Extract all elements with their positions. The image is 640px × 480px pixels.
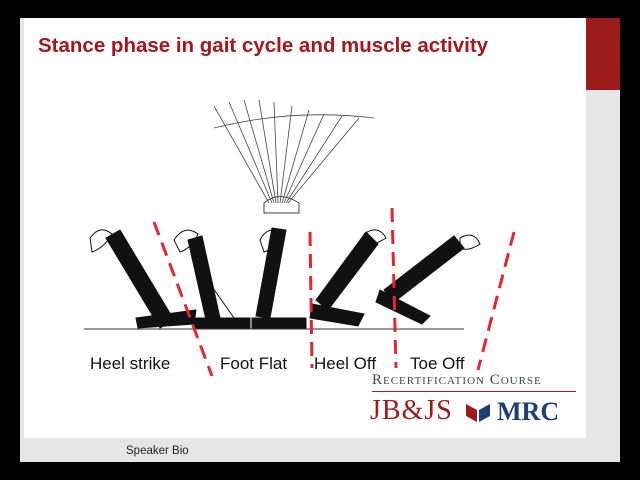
phase-label-heel-off: Heel Off (314, 354, 377, 373)
phase-label-foot-flat: Foot Flat (220, 354, 288, 373)
course-logo-text: Recertification Course (372, 372, 542, 388)
leg-heel-strike (89, 229, 197, 329)
jbjs-logo-text: JB&JS (370, 395, 453, 426)
shield-mark-icon (466, 404, 490, 422)
accent-tab (586, 18, 620, 90)
separator-2 (308, 231, 314, 369)
leg-heel-off (309, 229, 387, 327)
swing-arc-diagram (213, 99, 375, 214)
gait-illustration (84, 99, 516, 377)
separator-4 (476, 231, 516, 371)
speaker-bio-label[interactable]: Speaker Bio (126, 445, 189, 457)
leg-toe-off (375, 234, 481, 325)
phase-separators (152, 207, 516, 377)
slide-title: Stance phase in gait cycle and muscle ac… (38, 34, 489, 57)
separator-1 (152, 221, 214, 377)
slide: Stance phase in gait cycle and muscle ac… (24, 18, 586, 438)
logo-divider (372, 391, 576, 392)
phase-label-toe-off: Toe Off (410, 354, 465, 373)
separator-3 (390, 207, 398, 369)
leg-foot-flat-2 (251, 227, 307, 329)
phase-label-heel-strike: Heel strike (90, 354, 171, 373)
mrc-logo-text: MRC (497, 397, 560, 426)
